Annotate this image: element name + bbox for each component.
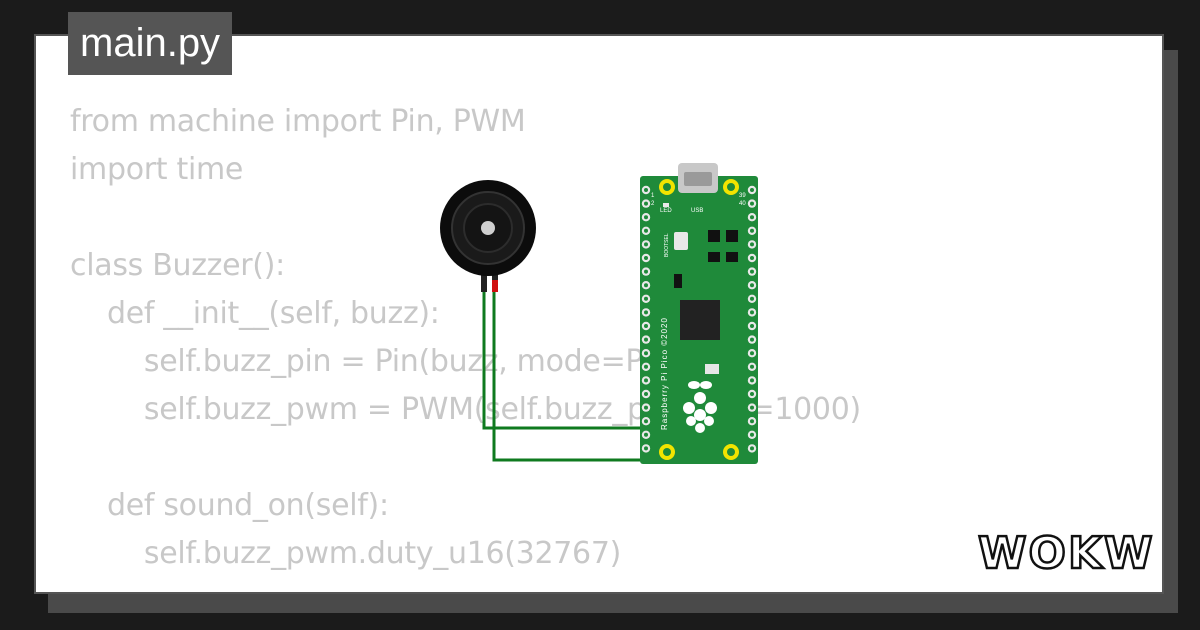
header-pin-hole [750,242,754,247]
pin-label: 40 [739,201,746,207]
header-pin-hole [750,188,754,192]
header-pin-hole [750,324,754,328]
bootsel-label: BOOTSEL [664,233,670,257]
header-pin-hole [750,215,754,220]
code-line: class Buzzer(): [70,248,285,283]
header-pin-hole [644,446,648,451]
header-pin-hole [644,405,648,410]
wokwi-logo[interactable]: WOKWI [976,526,1156,580]
header-pin-hole [750,269,754,274]
header-pin-hole [644,432,648,437]
file-tab[interactable]: main.py [68,12,233,75]
board-name: Raspberry Pi Pico ©2020 [660,317,669,430]
code-card: from machine import Pin, PWM import time c… [34,34,1164,594]
pin-header-left [641,185,651,453]
header-pin-hole [644,269,648,274]
header-pin-hole [750,201,754,206]
header-pin-hole [644,215,648,220]
code-line: def sound_on(self): [70,488,389,523]
raspberry-logo-icon [683,381,717,433]
svg-text:WOKWI: WOKWI [978,528,1156,579]
pin-label: 39 [739,193,746,199]
header-pin-hole [750,446,754,451]
code-line: import time [70,152,244,187]
header-pin-hole [644,378,648,383]
led-label: LED [660,208,672,214]
header-pin-hole [644,351,648,356]
code-line: self.buzz_pwm.duty_u16(32767) [70,536,622,571]
header-pin-hole [644,228,648,233]
header-pin-hole [644,256,648,260]
buzzer-component[interactable] [440,180,536,292]
header-pin-hole [750,283,754,288]
header-pin-hole [750,432,754,437]
pico-board[interactable]: USB LED 1 2 39 40 BOOTSEL Raspberry Pi P… [640,163,758,464]
header-pin-hole [750,228,754,233]
header-pin-hole [750,392,754,396]
header-pin-hole [750,405,754,410]
pin-label: 2 [651,201,655,207]
header-pin-hole [750,378,754,383]
buzzer-wires[interactable] [482,278,652,462]
header-pin-hole [644,201,648,206]
header-pin-hole [750,419,754,424]
bootsel-button [674,232,688,250]
code-line: def __init__(self, buzz): [70,296,440,331]
header-pin-hole [644,337,648,342]
header-pin-hole [750,256,754,260]
usb-label: USB [691,208,703,214]
header-pin-hole [644,242,648,247]
header-pin-hole [750,310,754,315]
code-line: from machine import Pin, PWM [70,104,526,139]
header-pin-hole [750,351,754,356]
header-pin-hole [644,283,648,288]
code-editor[interactable]: from machine import Pin, PWM import time c… [70,98,861,578]
code-line: self.buzz_pin = Pin(buzz, mode=Pin.OUT) [70,344,753,379]
header-pin-hole [644,364,648,369]
header-pin-hole [750,364,754,369]
pin-label: 1 [651,193,655,199]
header-pin-hole [644,296,648,301]
header-pin-hole [644,392,648,396]
header-pin-hole [644,310,648,315]
header-pin-hole [644,419,648,424]
pin-header-right [747,185,757,453]
header-pin-hole [750,296,754,301]
header-pin-hole [644,324,648,328]
header-pin-hole [644,188,648,192]
rp2040-chip [680,300,720,340]
header-pin-hole [750,337,754,342]
